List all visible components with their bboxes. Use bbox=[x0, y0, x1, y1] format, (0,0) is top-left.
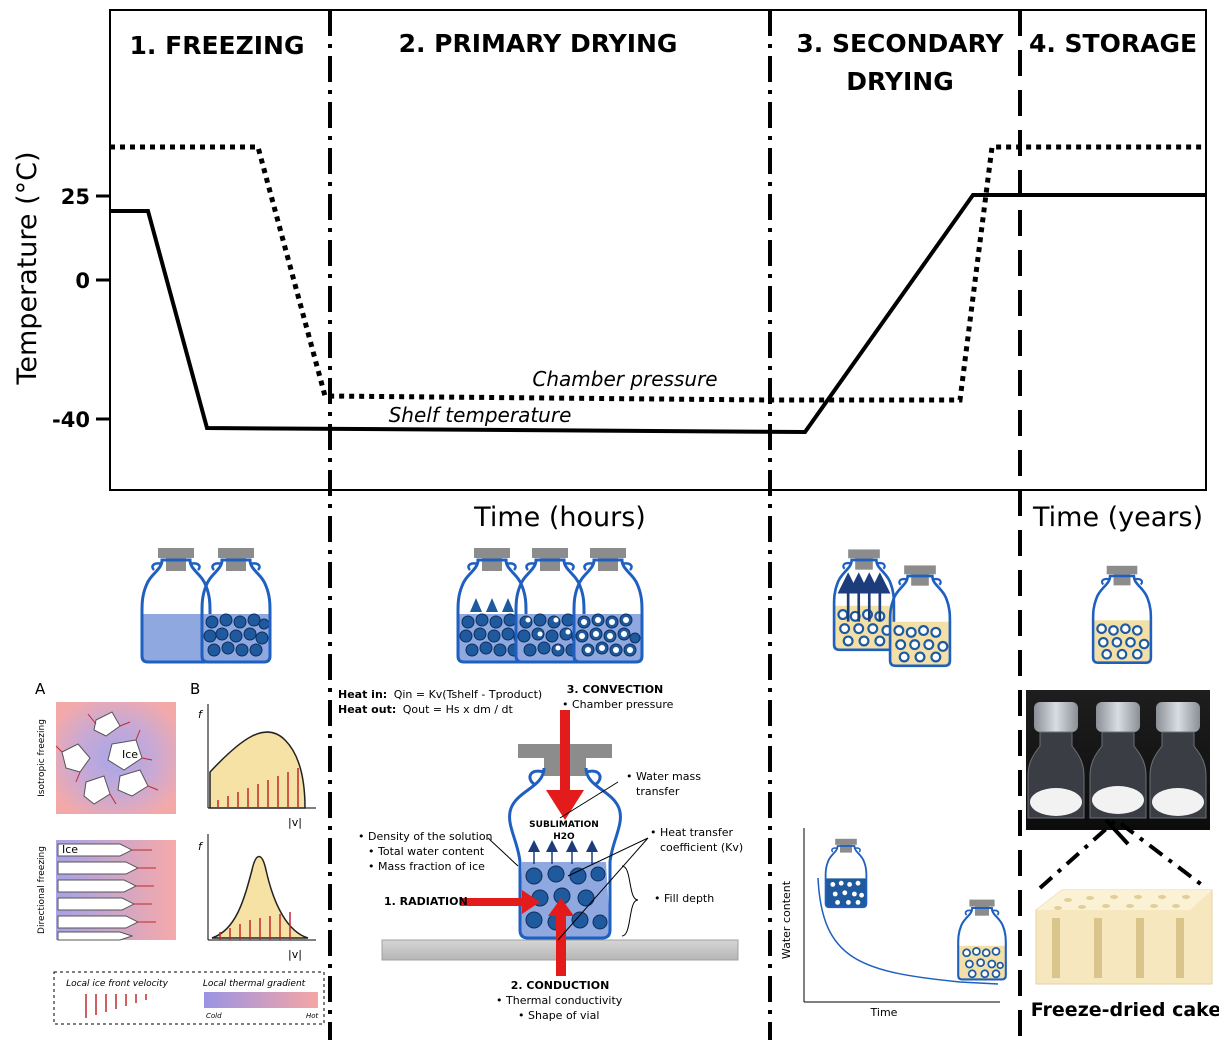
heat-in-text: Heat in: Qin = Kv(Tshelf - Tproduct) bbox=[338, 688, 542, 701]
stage-title-secondary: 3. SECONDARY bbox=[796, 29, 1004, 58]
heat-out-text: Heat out: Qout = Hs x dm / dt bbox=[338, 703, 514, 716]
y-tick-label-minus40: -40 bbox=[52, 408, 90, 432]
vial-liquid bbox=[140, 548, 212, 664]
water-content-label: Water content bbox=[780, 880, 793, 959]
freeze-dried-cake-label: Freeze-dried cake bbox=[1031, 999, 1219, 1021]
legend-velocity-arrows bbox=[85, 994, 147, 1018]
mass-fraction-label: • Mass fraction of ice bbox=[368, 860, 485, 873]
stage-title-primary: 2. PRIMARY DRYING bbox=[399, 29, 678, 58]
stage-title-secondary-2: DRYING bbox=[846, 67, 953, 96]
vial-water-high bbox=[824, 838, 868, 909]
shelf-temperature-label: Shelf temperature bbox=[389, 403, 572, 427]
convection-label: 3. CONVECTION bbox=[567, 683, 664, 696]
panel-label-a: A bbox=[35, 680, 46, 698]
conduction-label: 2. CONDUCTION bbox=[511, 979, 610, 992]
fill-depth-label: • Fill depth bbox=[654, 892, 714, 905]
vial-primary-3 bbox=[572, 548, 644, 664]
directional-freezing-label: Directional freezing bbox=[37, 846, 47, 934]
hist2-f-label: f bbox=[198, 840, 204, 853]
hist1-v-label: |v| bbox=[288, 816, 302, 829]
htc-label-2: coefficient (Kv) bbox=[660, 841, 743, 854]
vial-water-low bbox=[957, 899, 1007, 981]
isotropic-freezing-label: Isotropic freezing bbox=[37, 719, 47, 797]
legend-velocity-label: Local ice front velocity bbox=[66, 979, 169, 989]
hist2-distribution bbox=[211, 855, 309, 939]
shape-vial-label: • Shape of vial bbox=[518, 1009, 599, 1022]
legend-hot-label: Hot bbox=[306, 1012, 319, 1020]
stage-title-storage: 4. STORAGE bbox=[1029, 29, 1197, 58]
stage-title-freezing: 1. FREEZING bbox=[130, 31, 305, 60]
chart-frame bbox=[109, 9, 1207, 491]
legend-gradient-bar bbox=[204, 992, 318, 1008]
x-axis-title-hours: Time (hours) bbox=[473, 502, 646, 533]
y-axis-title: Temperature (°C) bbox=[12, 151, 43, 385]
water-time-label: Time bbox=[870, 1006, 898, 1019]
radiation-arrow bbox=[460, 890, 540, 914]
sublimation-label: SUBLIMATION bbox=[529, 820, 599, 830]
water-mass-label-1: • Water mass bbox=[626, 770, 701, 783]
ice-columns-directional bbox=[57, 843, 140, 941]
y-tick-label-0: 0 bbox=[75, 269, 90, 293]
vial-frozen bbox=[200, 548, 272, 664]
freezing-legend-box bbox=[53, 971, 325, 1025]
htc-label-1: • Heat transfer bbox=[650, 826, 734, 839]
convection-item: • Chamber pressure bbox=[562, 698, 674, 711]
vial-primary-2 bbox=[514, 548, 586, 664]
water-content-curve bbox=[817, 877, 999, 985]
radiation-label: 1. RADIATION bbox=[384, 895, 468, 908]
zoom-lines bbox=[1038, 817, 1208, 890]
ice-label-isotropic: Ice bbox=[122, 748, 138, 761]
ice-crystals-isotropic bbox=[61, 711, 149, 805]
panel-label-b: B bbox=[190, 680, 200, 698]
water-mass-label-2: transfer bbox=[636, 785, 680, 798]
h2o-label: H2O bbox=[553, 832, 575, 842]
hist1-distribution bbox=[209, 731, 306, 809]
legend-gradient-label: Local thermal gradient bbox=[203, 979, 306, 989]
hist1-f-label: f bbox=[198, 708, 204, 721]
ice-label-directional: Ice bbox=[62, 843, 78, 856]
vials-photo bbox=[1026, 690, 1210, 830]
freeze-dried-cake bbox=[1035, 889, 1213, 985]
hist2-v-label: |v| bbox=[288, 948, 302, 961]
shelf-temperature-curve bbox=[110, 193, 1206, 435]
chamber-pressure-curve bbox=[110, 144, 1206, 403]
y-tick-label-25: 25 bbox=[61, 185, 90, 209]
total-water-label: • Total water content bbox=[368, 845, 485, 858]
density-label: • Density of the solution bbox=[358, 830, 493, 843]
legend-cold-label: Cold bbox=[206, 1012, 222, 1020]
vial-secondary-1 bbox=[832, 549, 896, 652]
thermal-cond-label: • Thermal conductivity bbox=[496, 994, 623, 1007]
vial-storage bbox=[1091, 565, 1153, 664]
convection-arrow bbox=[546, 710, 584, 820]
chamber-pressure-label: Chamber pressure bbox=[532, 367, 717, 391]
vial-secondary-2 bbox=[888, 565, 952, 668]
x-axis-title-years: Time (years) bbox=[1032, 502, 1203, 533]
